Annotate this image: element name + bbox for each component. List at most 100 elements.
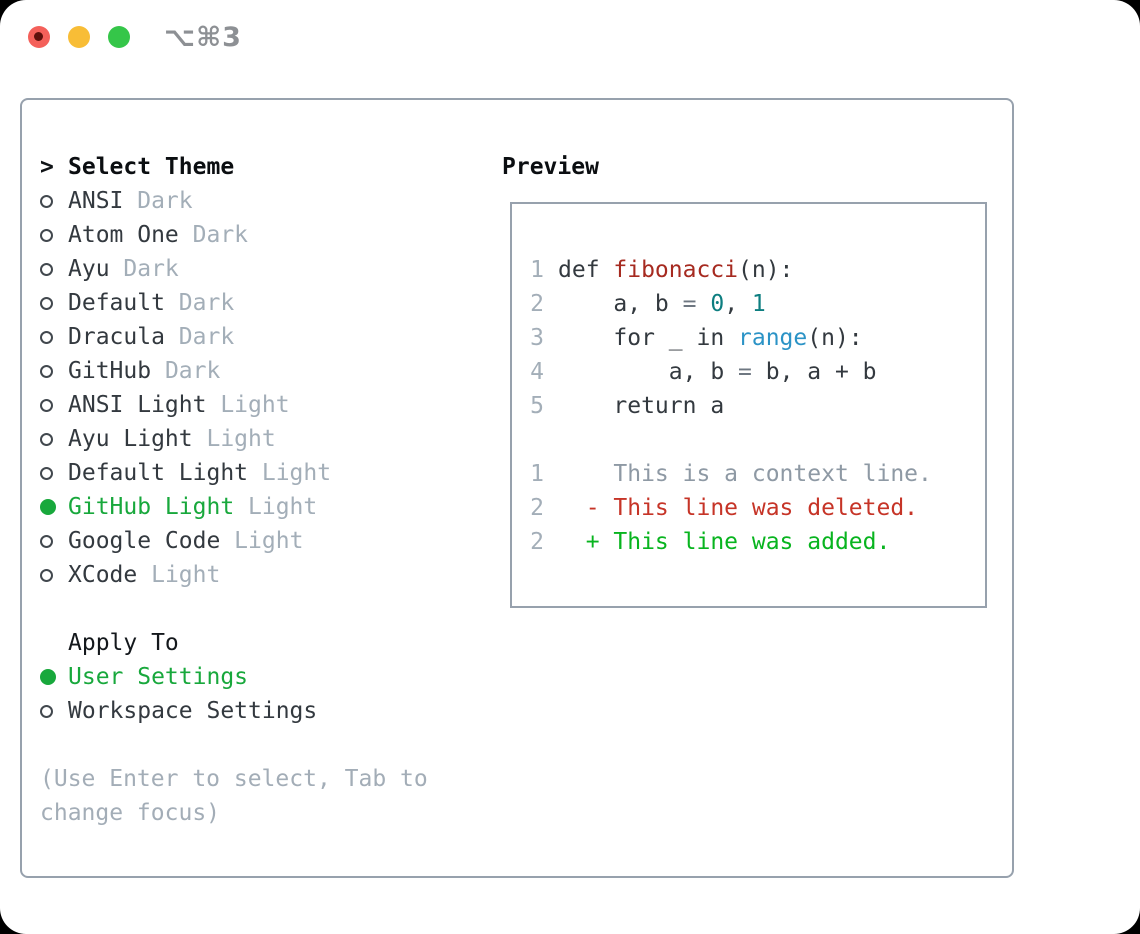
minimize-button[interactable] xyxy=(68,26,90,48)
line-number: 3 xyxy=(530,325,544,351)
apply-to-header: Apply To xyxy=(40,626,460,660)
theme-variant-label: Dark xyxy=(178,222,249,248)
theme-option[interactable]: ANSI Dark xyxy=(40,184,460,218)
code-token: a, b xyxy=(558,291,683,317)
code-token: = xyxy=(682,291,697,317)
theme-option[interactable]: XCode Light xyxy=(40,558,460,592)
line-number: 1 xyxy=(530,257,544,283)
select-theme-title: Select Theme xyxy=(68,154,235,180)
apply-to-title: Apply To xyxy=(68,630,179,656)
code-token: (n): xyxy=(738,257,794,283)
theme-variant-label: Light xyxy=(206,392,290,418)
theme-option[interactable]: Dracula Dark xyxy=(40,320,460,354)
radio-icon xyxy=(40,228,53,242)
radio-icon xyxy=(40,704,53,718)
code-token: b, a xyxy=(751,359,835,385)
hint-line-2: change focus) xyxy=(40,800,221,826)
preview-title: Preview xyxy=(502,154,599,180)
theme-variant-label: Light xyxy=(137,562,221,588)
radio-icon xyxy=(40,568,53,582)
theme-name: Default Light xyxy=(68,460,249,486)
theme-name: ANSI xyxy=(68,188,124,214)
radio-icon xyxy=(40,262,53,276)
select-theme-header: > Select Theme xyxy=(40,150,460,184)
code-token: return a xyxy=(558,393,725,419)
code-token: b xyxy=(848,359,877,385)
theme-name: Ayu Light xyxy=(68,426,193,452)
theme-option[interactable]: Ayu Dark xyxy=(40,252,460,286)
code-token: for _ in xyxy=(558,325,739,351)
spacer xyxy=(40,728,460,762)
code-token: This is a context line. xyxy=(558,461,932,487)
code-line: 1 This is a context line. xyxy=(530,457,985,491)
line-number: 2 xyxy=(530,291,544,317)
theme-name: ANSI Light xyxy=(68,392,207,418)
code-token: (n): xyxy=(807,325,863,351)
code-token: a, b xyxy=(558,359,739,385)
radio-icon xyxy=(40,466,53,480)
close-button[interactable] xyxy=(28,26,50,48)
focus-caret-icon: > xyxy=(40,154,54,180)
code-token: + This line was added. xyxy=(558,529,891,555)
code-line-blank xyxy=(530,423,985,457)
radio-icon xyxy=(40,330,53,344)
radio-icon xyxy=(40,364,53,378)
theme-name: XCode xyxy=(68,562,138,588)
theme-option[interactable]: Ayu Light Light xyxy=(40,422,460,456)
theme-name: Atom One xyxy=(68,222,179,248)
apply-to-option[interactable]: User Settings xyxy=(40,660,460,694)
code-token xyxy=(696,291,710,317)
line-number: 2 xyxy=(530,529,544,555)
theme-name: Ayu xyxy=(68,256,110,282)
theme-variant-label: Dark xyxy=(109,256,179,282)
theme-option[interactable]: Atom One Dark xyxy=(40,218,460,252)
theme-option[interactable]: GitHub Light Light xyxy=(40,490,460,524)
window-title: ⌥⌘3 xyxy=(164,22,242,53)
line-number: 2 xyxy=(530,495,544,521)
theme-variant-label: Light xyxy=(248,460,332,486)
code-line: 4 a, b = b, a + b xyxy=(530,355,985,389)
line-number: 5 xyxy=(530,393,544,419)
radio-selected-icon xyxy=(40,669,56,685)
theme-option[interactable]: Google Code Light xyxy=(40,524,460,558)
title-bar: ⌥⌘3 xyxy=(0,0,1140,75)
apply-to-option-label: Workspace Settings xyxy=(68,698,318,724)
code-token: range xyxy=(738,325,808,351)
code-token: def xyxy=(558,257,614,283)
code-token: - This line was deleted. xyxy=(558,495,919,521)
theme-variant-label: Dark xyxy=(151,358,221,384)
theme-variant-label: Light xyxy=(234,494,318,520)
code-line: 2 - This line was deleted. xyxy=(530,491,985,525)
line-number: 1 xyxy=(530,461,544,487)
code-line: 1 def fibonacci(n): xyxy=(530,253,985,287)
theme-name: GitHub xyxy=(68,358,152,384)
radio-selected-icon xyxy=(40,499,56,515)
theme-option[interactable]: Default Light Light xyxy=(40,456,460,490)
spacer xyxy=(40,592,460,626)
radio-icon xyxy=(40,534,53,548)
code-line: 2 + This line was added. xyxy=(530,525,985,559)
theme-option[interactable]: GitHub Dark xyxy=(40,354,460,388)
theme-variant-label: Light xyxy=(220,528,304,554)
theme-variant-label: Dark xyxy=(164,290,235,316)
line-number: 4 xyxy=(530,359,544,385)
theme-name: Dracula xyxy=(68,324,165,350)
code-token: , xyxy=(724,291,752,317)
apply-to-option[interactable]: Workspace Settings xyxy=(40,694,460,728)
code-token: + xyxy=(834,359,849,385)
theme-variant-label: Dark xyxy=(123,188,193,214)
radio-icon xyxy=(40,194,53,208)
theme-option[interactable]: ANSI Light Light xyxy=(40,388,460,422)
radio-icon xyxy=(40,398,53,412)
theme-option[interactable]: Default Dark xyxy=(40,286,460,320)
hint-line-1: (Use Enter to select, Tab to xyxy=(40,766,428,792)
theme-name: GitHub Light xyxy=(68,494,235,520)
code-token: fibonacci xyxy=(613,257,739,283)
theme-variant-label: Light xyxy=(192,426,276,452)
zoom-button[interactable] xyxy=(108,26,130,48)
